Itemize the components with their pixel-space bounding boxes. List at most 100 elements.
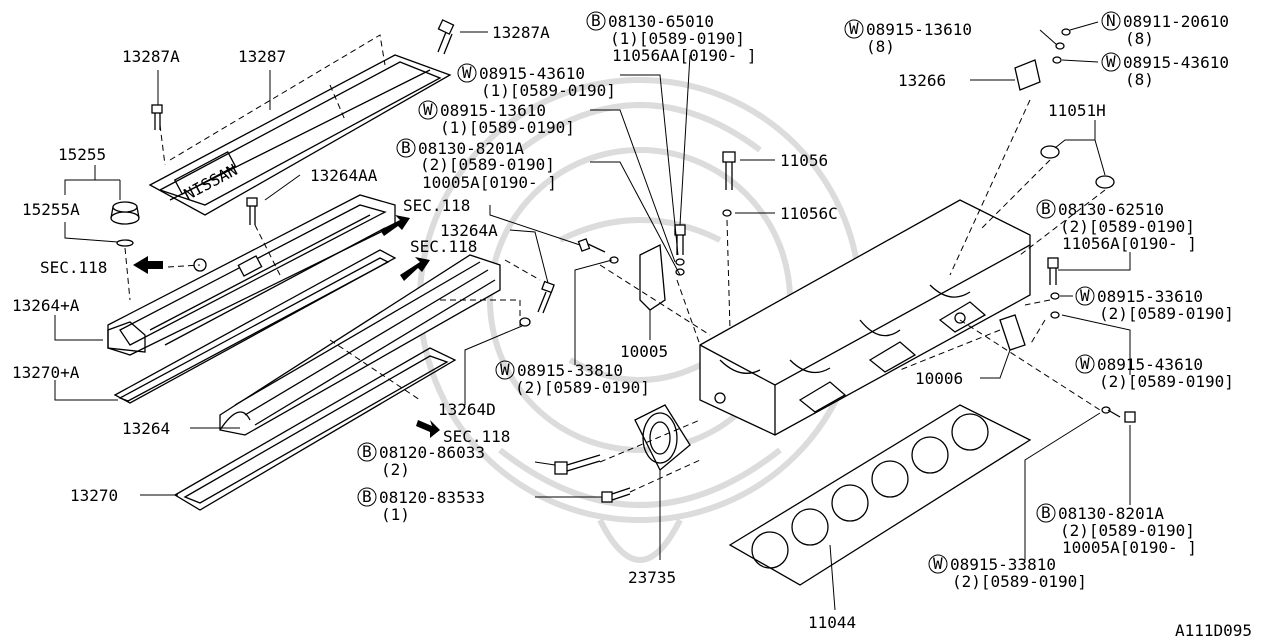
svg-text:B: B	[1041, 199, 1051, 218]
note-b08130-8201A-a-qty: (2)[0589-0190]	[420, 155, 555, 174]
head-gasket[interactable]	[728, 404, 1032, 586]
note-w08915-13610-a-qty: (1)[0589-0190]	[440, 118, 575, 137]
svg-text:W: W	[423, 100, 433, 119]
bracket-10006[interactable]	[999, 314, 1026, 351]
note-w08915-43610-a-code: 08915-43610	[479, 64, 585, 83]
camshaft-caps[interactable]	[1040, 145, 1115, 189]
note-w08915-43610-b-code: 08915-43610	[1123, 53, 1229, 72]
svg-text:W: W	[1080, 286, 1090, 305]
sec-arrows	[133, 215, 440, 438]
cylinder-head[interactable]	[699, 199, 1031, 436]
note-b08130-8201A-b-code: 08130-8201A	[1058, 504, 1164, 523]
note-b08130-65010-qty: (1)[0589-0190]	[610, 29, 745, 48]
bolt-08120-83533[interactable]	[601, 487, 631, 503]
svg-text:B: B	[591, 11, 601, 30]
note-w08915-13610-a-code: 08915-13610	[440, 101, 546, 120]
note-b08120-83533-qty: (1)	[381, 505, 410, 524]
note-w08915-33810-a-qty: (2)[0589-0190]	[515, 378, 650, 397]
label-13287A-left: 13287A	[122, 47, 180, 66]
label-sec118-c: SEC.118	[40, 258, 107, 277]
note-b08130-8201A-a-alt: 10005A[0190- ]	[422, 173, 557, 192]
bracket-13266[interactable]	[1014, 59, 1041, 91]
prefix-circles	[357, 11, 1121, 574]
note-b08130-65010-code: 08130-65010	[608, 12, 714, 31]
svg-text:B: B	[1041, 503, 1051, 522]
label-sec118-a: SEC.118	[403, 196, 470, 215]
rocker-cover-upper[interactable]: NISSAN	[148, 54, 452, 216]
label-13264D: 13264D	[438, 400, 496, 419]
label-11056C: 11056C	[780, 204, 838, 223]
svg-text:W: W	[500, 360, 510, 379]
bolt-10005A-left[interactable]	[577, 238, 606, 253]
cover-gasket-right[interactable]	[173, 347, 457, 511]
label-15255: 15255	[58, 145, 106, 164]
svg-text:W: W	[1106, 52, 1116, 71]
note-w08915-33810-b-code: 08915-33810	[950, 555, 1056, 574]
note-n08911-20610-code: 08911-20610	[1123, 12, 1229, 31]
label-13270: 13270	[70, 486, 118, 505]
label-10006: 10006	[915, 369, 963, 388]
label-23735: 23735	[628, 568, 676, 587]
svg-text:B: B	[362, 487, 372, 506]
svg-text:W: W	[933, 554, 943, 573]
label-13264AA: 13264AA	[310, 166, 378, 185]
cover-seal-13264D[interactable]	[519, 317, 531, 327]
label-13270pA: 13270+A	[12, 363, 80, 382]
label-13264A: 13264A	[440, 221, 498, 240]
leader-lines	[54, 21, 1131, 611]
note-b08130-62510-code: 08130-62510	[1058, 200, 1164, 219]
bolt-13287A-left[interactable]	[151, 104, 163, 130]
bracket-10005[interactable]	[639, 243, 666, 311]
note-w08915-13610-b-qty: (8)	[866, 37, 895, 56]
bolt-08120-86033[interactable]	[554, 454, 601, 475]
note-w08915-33610-qty: (2)[0589-0190]	[1099, 304, 1234, 323]
label-13287A-top: 13287A	[492, 23, 550, 42]
bolt-13264A[interactable]	[537, 280, 555, 314]
svg-text:B: B	[401, 138, 411, 157]
svg-text:W: W	[1080, 354, 1090, 373]
camshaft-seal-plate[interactable]	[634, 404, 691, 472]
note-w08915-43610-c-qty: (2)[0589-0190]	[1099, 372, 1234, 391]
label-11056: 11056	[780, 151, 828, 170]
note-w08915-43610-c-code: 08915-43610	[1097, 355, 1203, 374]
note-b08130-8201A-a-code: 08130-8201A	[418, 139, 524, 158]
note-b08130-62510-alt: 11056A[0190- ]	[1062, 234, 1197, 253]
note-b08120-83533-code: 08120-83533	[379, 488, 485, 507]
label-13287: 13287	[238, 47, 286, 66]
note-w08915-13610-b-code: 08915-13610	[866, 20, 972, 39]
label-10005: 10005	[620, 342, 668, 361]
label-sec118-d: SEC.118	[443, 427, 510, 446]
note-b08130-62510-qty: (2)[0589-0190]	[1060, 217, 1195, 236]
diagram-code: A111D095	[1175, 621, 1252, 639]
label-11051H: 11051H	[1048, 101, 1106, 120]
note-b08130-8201A-b-alt: 10005A[0190- ]	[1062, 538, 1197, 557]
svg-text:N: N	[1106, 11, 1116, 30]
note-w08915-33810-a-code: 08915-33810	[517, 361, 623, 380]
callouts: 13287A 13287A 13287 15255 15255A 13264AA…	[12, 23, 1252, 640]
label-13264: 13264	[122, 419, 170, 438]
camshaft-cover-right[interactable]	[219, 254, 501, 436]
camshaft-cover-left[interactable]	[107, 194, 396, 356]
label-13264pA: 13264+A	[12, 296, 80, 315]
assembly-lines	[124, 99, 1106, 493]
bolt-13264AA[interactable]	[246, 197, 258, 225]
prefix-letters: B W W B W N W B W W W B B B W	[362, 11, 1116, 573]
note-w08915-43610-b-qty: (8)	[1125, 70, 1154, 89]
bolt-11056[interactable]	[722, 151, 736, 190]
cover-gasket-left[interactable]	[113, 249, 397, 404]
svg-text:B: B	[362, 442, 372, 461]
note-w08915-33610-code: 08915-33610	[1097, 287, 1203, 306]
oil-filler-cap[interactable]	[110, 201, 140, 247]
washers[interactable]	[609, 28, 1111, 414]
label-13266: 13266	[898, 71, 946, 90]
bolt-11056A[interactable]	[1047, 257, 1059, 285]
bolt-13287A-top[interactable]	[437, 19, 455, 55]
svg-text:W: W	[849, 19, 859, 38]
label-sec118-b: SEC.118	[410, 237, 477, 256]
note-b08120-86033-qty: (2)	[381, 460, 410, 479]
bolt-10005A-right[interactable]	[1107, 409, 1136, 423]
fastener-notes: 08130-65010 (1)[0589-0190] 11056AA[0190-…	[379, 12, 1234, 591]
note-w08915-33810-b-qty: (2)[0589-0190]	[952, 572, 1087, 591]
